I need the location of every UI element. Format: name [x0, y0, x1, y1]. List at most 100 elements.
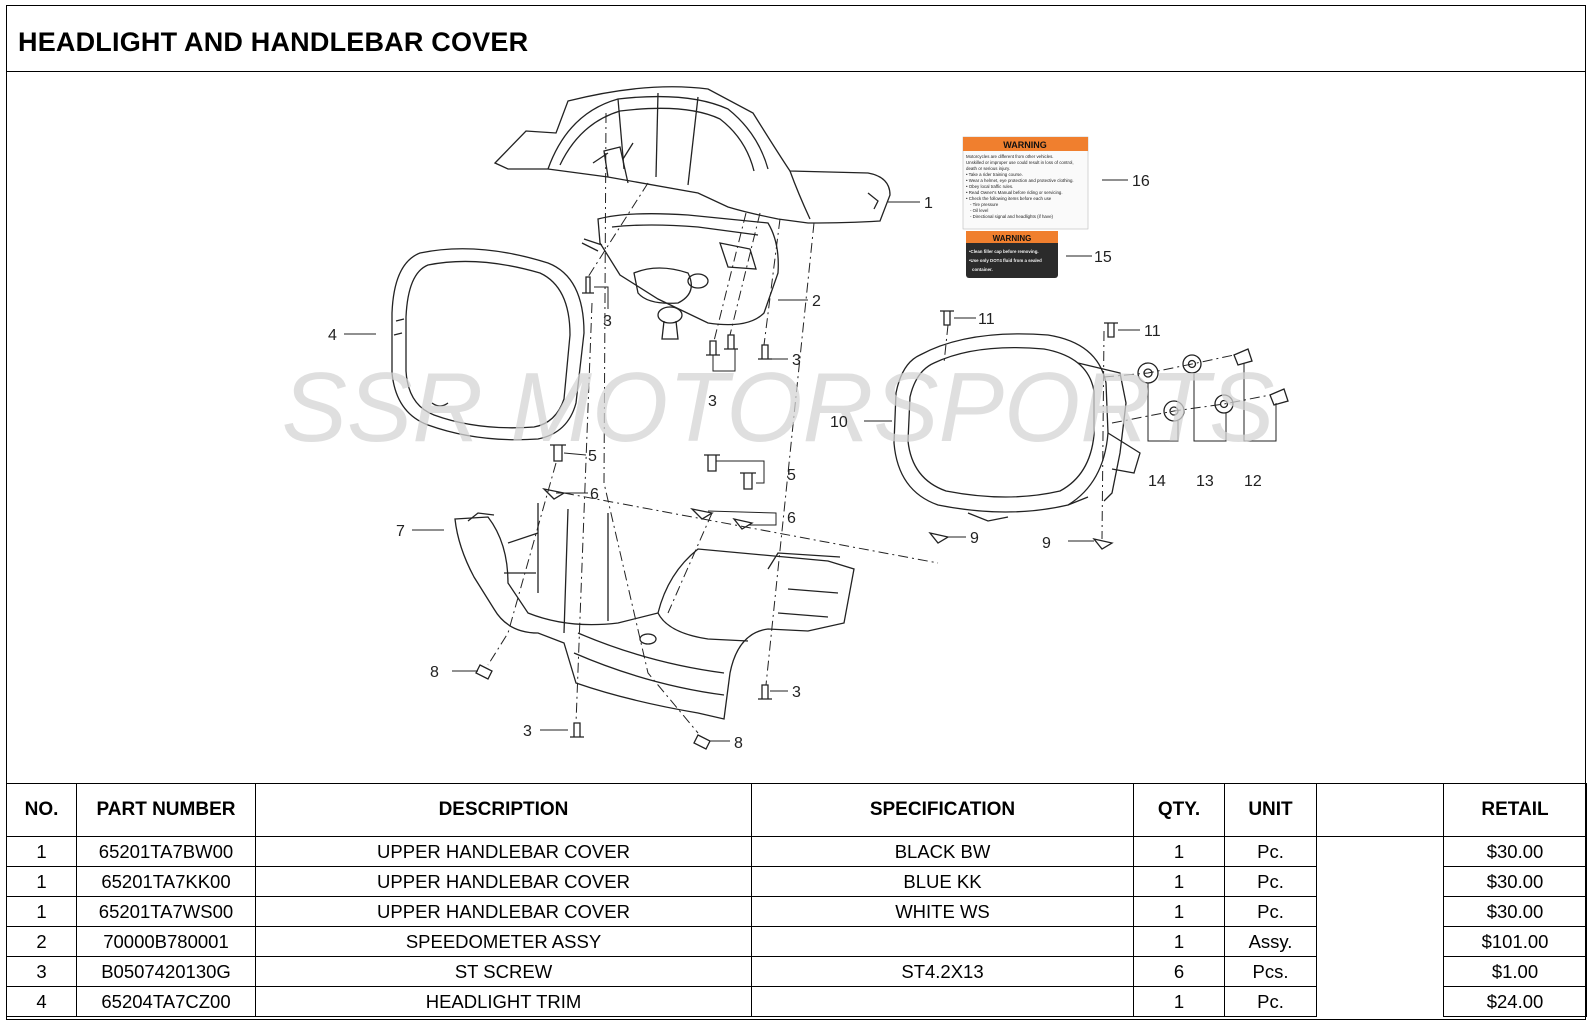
cell-blank	[1316, 986, 1444, 1017]
cell-description: UPPER HANDLEBAR COVER	[255, 896, 752, 927]
cell-description: SPEEDOMETER ASSY	[255, 926, 752, 957]
cell-description: UPPER HANDLEBAR COVER	[255, 866, 752, 897]
warning-16-header: WARNING	[1003, 140, 1047, 150]
callout-1: 1	[924, 195, 933, 212]
callout-2: 2	[812, 293, 821, 310]
callout-3: 3	[523, 723, 532, 740]
warning-15-line: •Clean filler cap before removing.	[969, 249, 1039, 254]
table-row: 2 70000B780001 SPEEDOMETER ASSY 1 Assy. …	[6, 926, 1587, 957]
callout-3: 3	[603, 313, 612, 330]
lower-handlebar-cover-drawing	[454, 503, 855, 720]
cell-description: HEADLIGHT TRIM	[255, 986, 752, 1017]
diagram-svg: WARNING Motorcycles are different from o…	[282, 86, 1289, 752]
callout-8: 8	[734, 735, 743, 752]
cell-blank	[1316, 836, 1444, 867]
cell-part-number: 65201TA7BW00	[76, 836, 256, 867]
cell-description: ST SCREW	[255, 956, 752, 987]
cell-part-number: 65201TA7KK00	[76, 866, 256, 897]
cell-blank	[1316, 926, 1444, 957]
cell-description: UPPER HANDLEBAR COVER	[255, 836, 752, 867]
cell-qty: 1	[1133, 836, 1225, 867]
cell-part-number: 70000B780001	[76, 926, 256, 957]
warning-15-line: •Use only DOT4 fluid from a sealed	[969, 258, 1042, 263]
col-header-qty: QTY.	[1133, 783, 1225, 837]
cell-unit: Pc.	[1224, 896, 1317, 927]
callout-16: 16	[1132, 173, 1150, 190]
callout-9: 9	[1042, 535, 1051, 552]
table-row: 4 65204TA7CZ00 HEADLIGHT TRIM 1 Pc. $24.…	[6, 986, 1587, 1017]
cell-no: 1	[6, 896, 77, 927]
callout-3: 3	[580, 317, 589, 334]
title-bar: HEADLIGHT AND HANDLEBAR COVER	[6, 5, 1586, 72]
cell-specification	[751, 986, 1134, 1017]
warning-label-16: WARNING Motorcycles are different from o…	[962, 136, 1089, 230]
watermark-text: SSR MOTORSPORTS	[282, 352, 1275, 462]
callout-7: 7	[396, 523, 405, 540]
callout-8: 8	[430, 664, 439, 681]
exploded-parts-diagram: WARNING Motorcycles are different from o…	[8, 73, 1584, 783]
callout-12: 12	[1244, 473, 1262, 490]
col-header-part-number: PART NUMBER	[76, 783, 256, 837]
cell-unit: Pc.	[1224, 986, 1317, 1017]
cell-unit: Pc.	[1224, 866, 1317, 897]
warning-16-line: • Wear a helmet, eye protection and prot…	[966, 178, 1074, 183]
cell-qty: 6	[1133, 956, 1225, 987]
cell-no: 1	[6, 866, 77, 897]
leader-lines	[344, 179, 1277, 742]
cell-blank	[1316, 956, 1444, 987]
callout-15: 15	[1094, 249, 1112, 266]
cell-blank	[1316, 866, 1444, 897]
cell-retail: $101.00	[1443, 926, 1587, 957]
parts-table: NO. PART NUMBER DESCRIPTION SPECIFICATIO…	[6, 783, 1587, 1017]
warning-16-line: Unskilled or improper use could result i…	[966, 160, 1074, 165]
callout-6: 6	[590, 486, 599, 503]
table-header-row: NO. PART NUMBER DESCRIPTION SPECIFICATIO…	[6, 783, 1587, 837]
cell-specification: WHITE WS	[751, 896, 1134, 927]
warning-16-line: • Take a rider training course.	[966, 172, 1023, 177]
col-header-description: DESCRIPTION	[255, 783, 752, 837]
cell-unit: Pc.	[1224, 836, 1317, 867]
table-row: 1 65201TA7BW00 UPPER HANDLEBAR COVER BLA…	[6, 836, 1587, 867]
warning-16-line: - Tire pressure	[970, 202, 999, 207]
upper-handlebar-cover-drawing	[493, 86, 891, 224]
col-header-no: NO.	[6, 783, 77, 837]
callout-4: 4	[328, 327, 337, 344]
callout-9: 9	[970, 530, 979, 547]
callout-13: 13	[1196, 473, 1214, 490]
headlight-drawing	[893, 333, 1141, 522]
cell-retail: $24.00	[1443, 986, 1587, 1017]
cell-retail: $30.00	[1443, 836, 1587, 867]
table-row: 1 65201TA7WS00 UPPER HANDLEBAR COVER WHI…	[6, 896, 1587, 927]
table-row: 3 B0507420130G ST SCREW ST4.2X13 6 Pcs. …	[6, 956, 1587, 987]
col-header-retail: RETAIL	[1443, 783, 1587, 837]
cell-retail: $30.00	[1443, 896, 1587, 927]
cell-no: 2	[6, 926, 77, 957]
cell-part-number: 65204TA7CZ00	[76, 986, 256, 1017]
callout-numbers: 1 2 3 3 3 3 3 3 4 5 5 6 6 7 8 8 9 9 10 1…	[328, 173, 1262, 752]
col-header-unit: UNIT	[1224, 783, 1317, 837]
callout-10: 10	[830, 414, 848, 431]
headlight-trim-drawing	[391, 248, 585, 441]
page-title: HEADLIGHT AND HANDLEBAR COVER	[18, 27, 529, 57]
cell-specification: ST4.2X13	[751, 956, 1134, 987]
warning-16-line: • Obey local traffic rules.	[966, 184, 1013, 189]
warning-15-line: container.	[972, 267, 993, 272]
col-header-blank	[1316, 783, 1444, 837]
screws-drawing	[475, 276, 1118, 750]
col-header-specification: SPECIFICATION	[751, 783, 1134, 837]
cell-no: 1	[6, 836, 77, 867]
cell-part-number: B0507420130G	[76, 956, 256, 987]
cell-specification	[751, 926, 1134, 957]
speedometer-assy-drawing	[581, 213, 779, 340]
callout-6: 6	[787, 510, 796, 527]
warning-16-line: • Read Owner's Manual before riding or s…	[966, 190, 1063, 195]
warning-16-line: • Check the following items before each …	[966, 196, 1052, 201]
cell-part-number: 65201TA7WS00	[76, 896, 256, 927]
cell-no: 4	[6, 986, 77, 1017]
cell-qty: 1	[1133, 926, 1225, 957]
callout-3: 3	[792, 352, 801, 369]
callout-5: 5	[787, 467, 796, 484]
warning-16-line: Motorcycles are different from other veh…	[966, 154, 1054, 159]
cell-specification: BLUE KK	[751, 866, 1134, 897]
callout-5: 5	[588, 448, 597, 465]
